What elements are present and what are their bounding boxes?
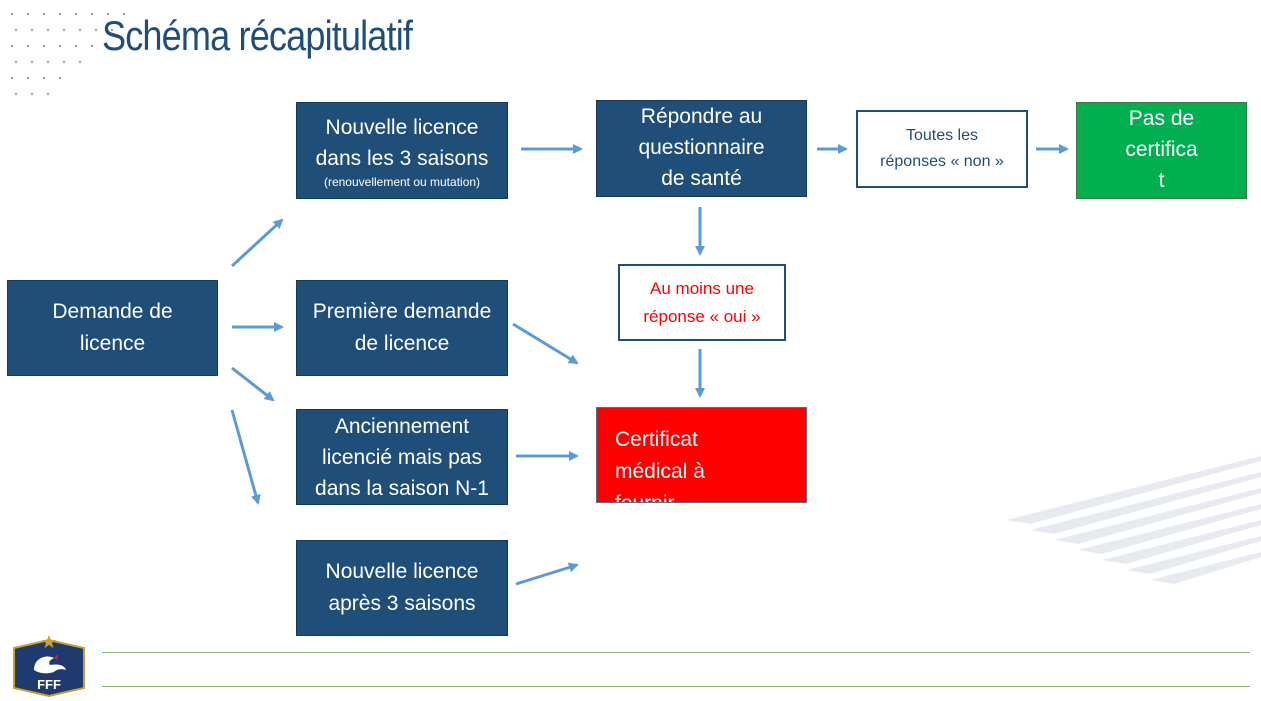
footer-rule-top — [102, 652, 1250, 653]
decorative-dot — [58, 76, 62, 80]
decorative-dot — [122, 12, 126, 16]
decorative-dot — [14, 92, 18, 96]
decorative-dot — [30, 60, 34, 64]
box-certificat-label: Certificat médical à fournir — [615, 428, 705, 502]
box-au-moins-une-reponse-oui: Au moins une réponse « oui » — [618, 264, 786, 341]
decorative-stripes — [1006, 456, 1261, 584]
box-toutes-reponses-non: Toutes les réponses « non » — [856, 110, 1028, 188]
decorative-dot — [62, 60, 66, 64]
box-questionnaire-label: Répondre au questionnaire de santé — [638, 105, 765, 190]
decorative-dot — [14, 60, 18, 64]
decorative-dot — [26, 44, 30, 48]
box-demande-label: Demande de licence — [52, 300, 173, 355]
decorative-dot — [26, 12, 30, 16]
box-premiere-demande: Première demande de licence — [296, 280, 508, 376]
box-demande-de-licence: Demande de licence — [7, 280, 218, 376]
decorative-dot — [26, 76, 30, 80]
box-nouvelle-licence-3-saisons: Nouvelle licence dans les 3 saisons (ren… — [296, 102, 508, 199]
box-pas-de-certificat-label: Pas de certifica t — [1125, 107, 1198, 192]
decorative-dot — [78, 60, 82, 64]
decorative-dot — [42, 44, 46, 48]
box-nouvelle-licence-apres-3-saisons: Nouvelle licence après 3 saisons — [296, 540, 508, 636]
box-premiere-demande-label: Première demande de licence — [312, 300, 492, 355]
footer-rule-bottom — [102, 686, 1250, 687]
box-au-moins-oui-label: Au moins une réponse « oui » — [643, 278, 761, 326]
box-nouvelle-3-saisons-note: (renouvellement ou mutation) — [323, 174, 481, 189]
fff-rooster-crest-icon: FFF — [13, 635, 85, 698]
box-pas-de-certificat: Pas de certifica t — [1076, 102, 1247, 199]
decorative-dot — [30, 92, 34, 96]
decorative-dot — [46, 92, 50, 96]
decorative-dot — [110, 28, 114, 32]
decorative-dot — [30, 28, 34, 32]
decorative-dot — [42, 12, 46, 16]
decorative-dot — [94, 28, 98, 32]
arrow-premiere-to-certificat — [512, 322, 579, 365]
box-nouvelle-3-saisons-label: Nouvelle licence dans les 3 saisons — [315, 115, 489, 170]
decorative-dot — [14, 28, 18, 32]
decorative-dot — [78, 28, 82, 32]
decorative-dot — [10, 12, 14, 16]
box-nouvelle-apres-label: Nouvelle licence après 3 saisons — [325, 560, 479, 615]
logo-text: FFF — [37, 677, 61, 692]
box-toutes-non-label: Toutes les réponses « non » — [880, 127, 1004, 170]
box-anciennement-licencie: Anciennement licencié mais pas dans la s… — [296, 409, 508, 505]
page-title: Schéma récapitulatif — [102, 12, 413, 59]
decorative-dot — [10, 76, 14, 80]
decorative-dot — [106, 12, 110, 16]
decorative-dot — [42, 76, 46, 80]
box-questionnaire-sante: Répondre au questionnaire de santé — [596, 100, 807, 197]
decorative-dot — [74, 12, 78, 16]
decorative-dot — [58, 12, 62, 16]
decorative-dot — [90, 44, 94, 48]
decorative-dot — [90, 12, 94, 16]
box-anciennement-label: Anciennement licencié mais pas dans la s… — [315, 414, 489, 500]
decorative-dot — [62, 28, 66, 32]
decorative-dot — [74, 44, 78, 48]
arrow-demande-to-anciennement — [231, 366, 275, 402]
arrow-nouvelle-apres-to-certificat — [515, 562, 579, 586]
decorative-dot-grid — [10, 12, 126, 96]
box-certificat-medical: Certificat médical à fournir — [596, 407, 807, 503]
decorative-dot — [58, 44, 62, 48]
arrow-demande-to-nouvelle-apres — [230, 409, 261, 505]
arrow-demande-to-nouvelle — [230, 218, 284, 268]
decorative-dot — [46, 28, 50, 32]
decorative-dot — [10, 44, 14, 48]
decorative-dot — [46, 60, 50, 64]
